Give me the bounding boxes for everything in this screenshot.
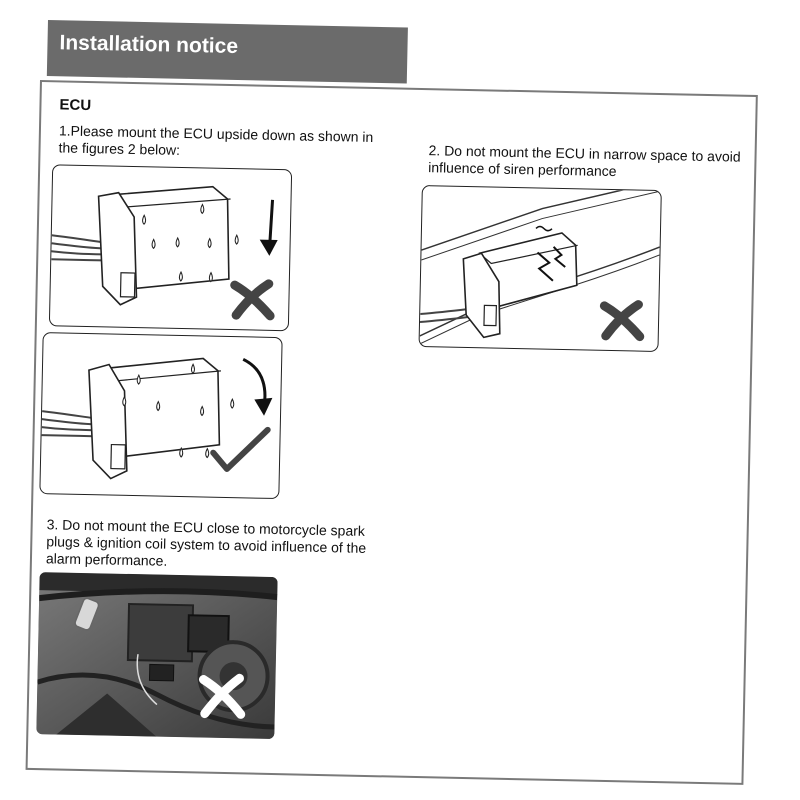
header-bar: Installation notice [46, 20, 408, 84]
note-narrow-space: 2. Do not mount the ECU in narrow space … [428, 142, 741, 180]
cross-icon [599, 300, 645, 342]
figure-correct-orientation [39, 332, 283, 500]
note-upside-down: 1.Please mount the ECU upside down as sh… [58, 122, 374, 158]
engine-photo [36, 572, 278, 740]
cross-icon [198, 673, 246, 719]
figure-narrow-space [418, 185, 662, 353]
check-icon [210, 426, 271, 472]
note-spark-plugs: 3. Do not mount the ECU close to motorcy… [45, 516, 367, 569]
figure-wrong-orientation [48, 164, 293, 332]
cross-icon [230, 279, 275, 321]
page-title: Installation notice [59, 31, 239, 58]
notice-sheet: ECU 1.Please mount the ECU upside down a… [25, 80, 758, 785]
section-label: ECU [59, 96, 92, 115]
